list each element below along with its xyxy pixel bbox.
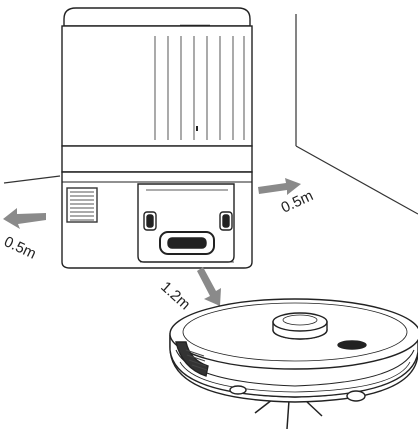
charging-contact-left-inner bbox=[147, 215, 153, 227]
station-upper-body bbox=[62, 26, 252, 146]
vent-grille bbox=[67, 188, 97, 222]
right-clearance-label: 0.5m bbox=[279, 187, 316, 217]
charging-contact-right-inner bbox=[223, 215, 229, 227]
floor-wall-line-left bbox=[4, 176, 60, 183]
floor-wall-line-right bbox=[296, 146, 418, 214]
robot-foot-right bbox=[347, 391, 365, 401]
lds-turret bbox=[273, 313, 327, 339]
arrow-right-icon bbox=[258, 178, 301, 195]
robot-button bbox=[338, 341, 366, 349]
front-clearance-label: 1.2m bbox=[157, 278, 193, 313]
robot-foot-left bbox=[230, 386, 246, 394]
arrow-left-icon bbox=[3, 208, 46, 229]
station-lid bbox=[64, 8, 250, 26]
left-clearance-label: 0.5m bbox=[1, 233, 38, 263]
robot-vacuum bbox=[170, 299, 418, 429]
docking-station bbox=[62, 8, 252, 268]
suction-port-inner bbox=[168, 238, 206, 248]
station-lower-body bbox=[62, 146, 252, 172]
arrow-down-right-icon bbox=[197, 267, 221, 306]
